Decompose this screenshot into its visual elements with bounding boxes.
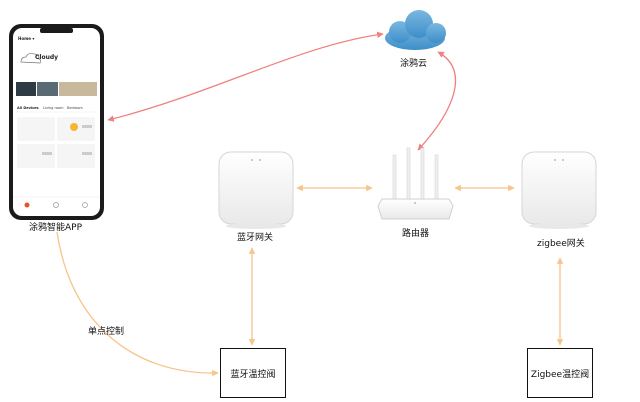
cloud-label: 涂鸦云 bbox=[400, 59, 428, 69]
bluetooth-valve-box: 蓝牙温控阀 bbox=[220, 348, 286, 398]
zigbee-gateway-icon bbox=[521, 151, 597, 229]
router-label: 路由器 bbox=[402, 229, 430, 239]
zigbee-valve-label: Zigbee温控阀 bbox=[530, 369, 590, 380]
phone-tab-all[interactable]: All Devices bbox=[17, 106, 39, 110]
bluetooth-valve-label: 蓝牙温控阀 bbox=[230, 369, 276, 380]
app-label: 涂鸦智能APP bbox=[29, 223, 83, 233]
phone-icon bbox=[9, 24, 104, 220]
phone-tab-bedroom[interactable]: Bedroom bbox=[67, 106, 83, 110]
zigbee-gateway-label: zigbee网关 bbox=[537, 239, 585, 249]
edge-cloud-router bbox=[417, 51, 456, 151]
phone-home-label: Home ▾ bbox=[18, 36, 35, 41]
single-control-label: 单点控制 bbox=[88, 327, 125, 337]
cloud-icon bbox=[385, 10, 446, 50]
phone-tab-living[interactable]: Living room bbox=[43, 106, 64, 110]
edge-app-cloud bbox=[107, 31, 384, 122]
bluetooth-gateway-label: 蓝牙网关 bbox=[237, 233, 274, 243]
phone-weather-label: Cloudy bbox=[35, 54, 59, 61]
bluetooth-gateway-icon bbox=[218, 151, 294, 229]
zigbee-valve-box: Zigbee温控阀 bbox=[527, 348, 593, 398]
router-icon bbox=[377, 147, 454, 220]
edge-app-btvalve bbox=[56, 231, 219, 377]
